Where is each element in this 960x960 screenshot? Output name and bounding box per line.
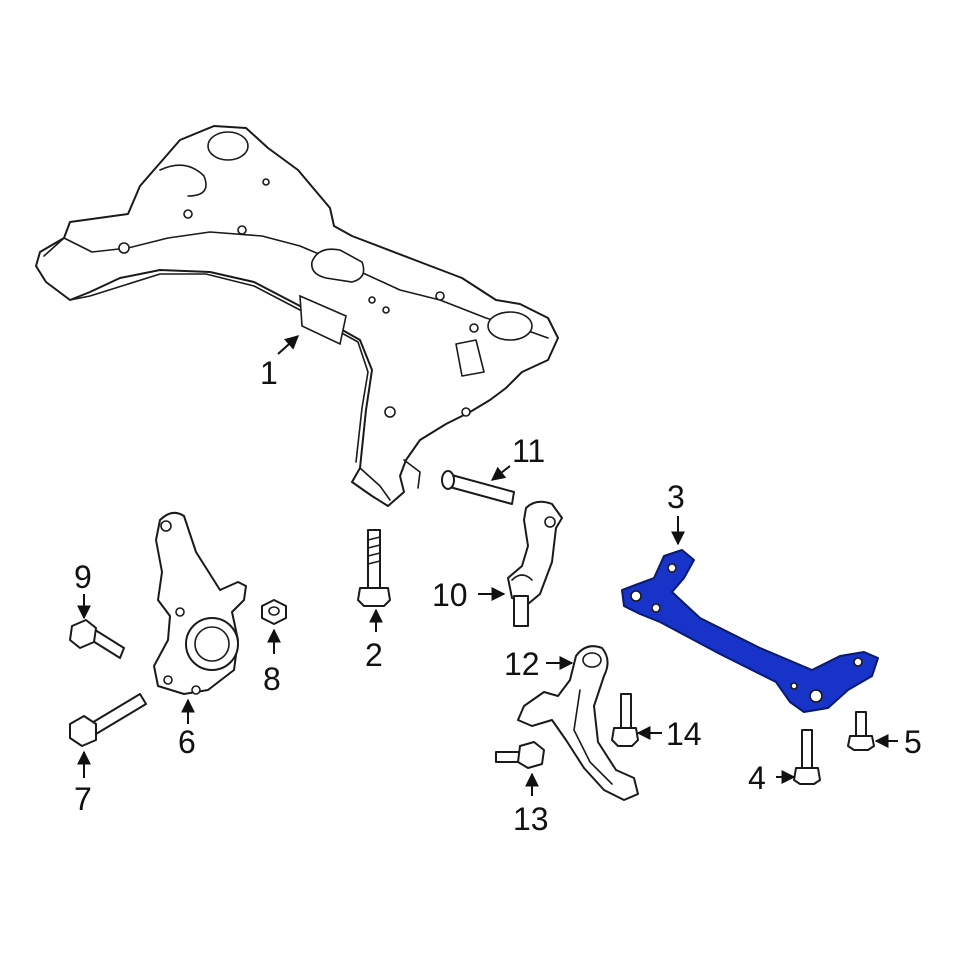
callout-13: 13 [513,801,549,837]
subframe-part-1[interactable] [35,125,559,507]
nut-part-8[interactable] [261,599,287,625]
knuckle-part-6[interactable] [153,511,247,695]
callout-14: 14 [666,716,702,752]
callout-8: 8 [263,661,281,697]
callout-11: 11 [512,433,545,469]
callout-6: 6 [178,724,196,760]
bolt-part-4[interactable] [793,729,821,785]
callout-9: 9 [74,559,92,595]
bolt-part-2[interactable] [357,529,391,607]
callout-4: 4 [748,760,766,796]
callout-3: 3 [667,479,685,515]
callout-5: 5 [904,724,922,760]
leader-1 [277,335,300,355]
callout-12: 12 [504,646,540,682]
brace-part-3[interactable] [621,549,879,713]
callout-2: 2 [365,637,383,673]
bolt-part-5[interactable] [847,711,875,751]
callout-7: 7 [74,781,92,817]
bolt-part-7[interactable] [69,693,147,747]
leader-11 [490,465,511,481]
callout-labels: 1 2 3 4 5 6 7 8 9 10 11 12 13 14 [74,355,922,837]
long-bolt-part-11[interactable] [441,470,515,505]
bolt-part-14[interactable] [611,693,639,747]
link-part-10[interactable] [507,500,563,627]
callout-10: 10 [432,577,468,613]
control-arm-part-12[interactable] [517,645,639,801]
bolt-part-13[interactable] [495,741,545,769]
leader-lines [77,335,898,796]
callout-1: 1 [260,355,278,391]
bolt-part-9[interactable] [69,619,125,659]
